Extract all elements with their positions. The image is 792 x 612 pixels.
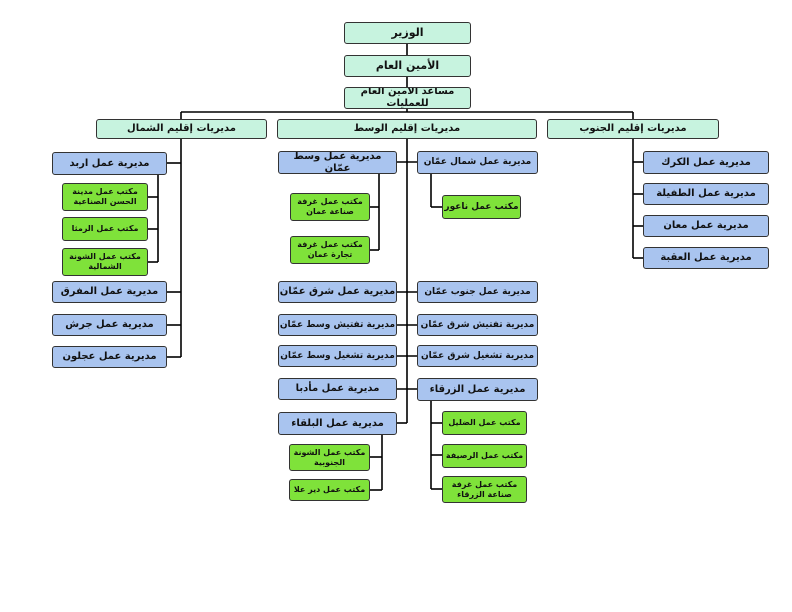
north-amman-directorate-box: مديرية عمل شمال عمّان <box>417 151 538 174</box>
assistant-secretary-box: مساعد الأمين العام للعمليات <box>344 87 471 109</box>
mid-amman-directorate-box: مديرية عمل وسط عمّان <box>278 151 397 174</box>
mafraq-directorate-box: مديرية عمل المفرق <box>52 281 167 303</box>
south-region-box: مديريات إقليم الجنوب <box>547 119 719 139</box>
mid-amman-employment-box: مديرية تشغيل وسط عمّان <box>278 345 397 367</box>
irbid-directorate-box: مديرية عمل اربد <box>52 152 167 175</box>
ajloun-directorate-box: مديرية عمل عجلون <box>52 346 167 368</box>
south-amman-directorate-box: مديرية عمل جنوب عمّان <box>417 281 538 303</box>
office-ramtha-box: مكتب عمل الرمثا <box>62 217 148 241</box>
east-amman-directorate-box: مديرية عمل شرق عمّان <box>278 281 397 303</box>
north-region-box: مديريات إقليم الشمال <box>96 119 267 139</box>
office-zarqa-industry-chamber-box: مكتب عمل غرفة صناعة الزرقاء <box>442 476 527 503</box>
center-region-box: مديريات إقليم الوسط <box>277 119 537 139</box>
office-south-shouneh-box: مكتب عمل الشونة الجنوبية <box>289 444 370 471</box>
office-naour-box: مكتب عمل ناعور <box>442 195 521 219</box>
aqaba-directorate-box: مديرية عمل العقبة <box>643 247 769 269</box>
zarqa-directorate-box: مديرية عمل الزرقاء <box>417 378 538 401</box>
east-amman-inspection-box: مديرية تفتيش شرق عمّان <box>417 314 538 336</box>
minister-box: الوزير <box>344 22 471 44</box>
maan-directorate-box: مديرية عمل معان <box>643 215 769 237</box>
office-hassan-industrial-box: مكتب عمل مدينة الحسن الصناعية <box>62 183 148 211</box>
mid-amman-inspection-box: مديرية تفتيش وسط عمّان <box>278 314 397 336</box>
balqa-directorate-box: مديرية عمل البلقاء <box>278 412 397 435</box>
jerash-directorate-box: مديرية عمل جرش <box>52 314 167 336</box>
office-amman-industry-chamber-box: مكتب عمل غرفة صناعة عمان <box>290 193 370 221</box>
office-dhleil-box: مكتب عمل الضليل <box>442 411 527 435</box>
office-deir-alla-box: مكتب عمل دير علا <box>289 479 370 501</box>
office-amman-trade-chamber-box: مكتب عمل غرفة تجارة عمان <box>290 236 370 264</box>
east-amman-employment-box: مديرية تشغيل شرق عمّان <box>417 345 538 367</box>
office-russeifa-box: مكتب عمل الرصيفة <box>442 444 527 468</box>
madaba-directorate-box: مديرية عمل مأدبا <box>278 378 397 400</box>
secretary-general-box: الأمين العام <box>344 55 471 77</box>
karak-directorate-box: مديرية عمل الكرك <box>643 151 769 174</box>
tafileh-directorate-box: مديرية عمل الطفيلة <box>643 183 769 205</box>
office-north-shouneh-box: مكتب عمل الشونة الشمالية <box>62 248 148 276</box>
